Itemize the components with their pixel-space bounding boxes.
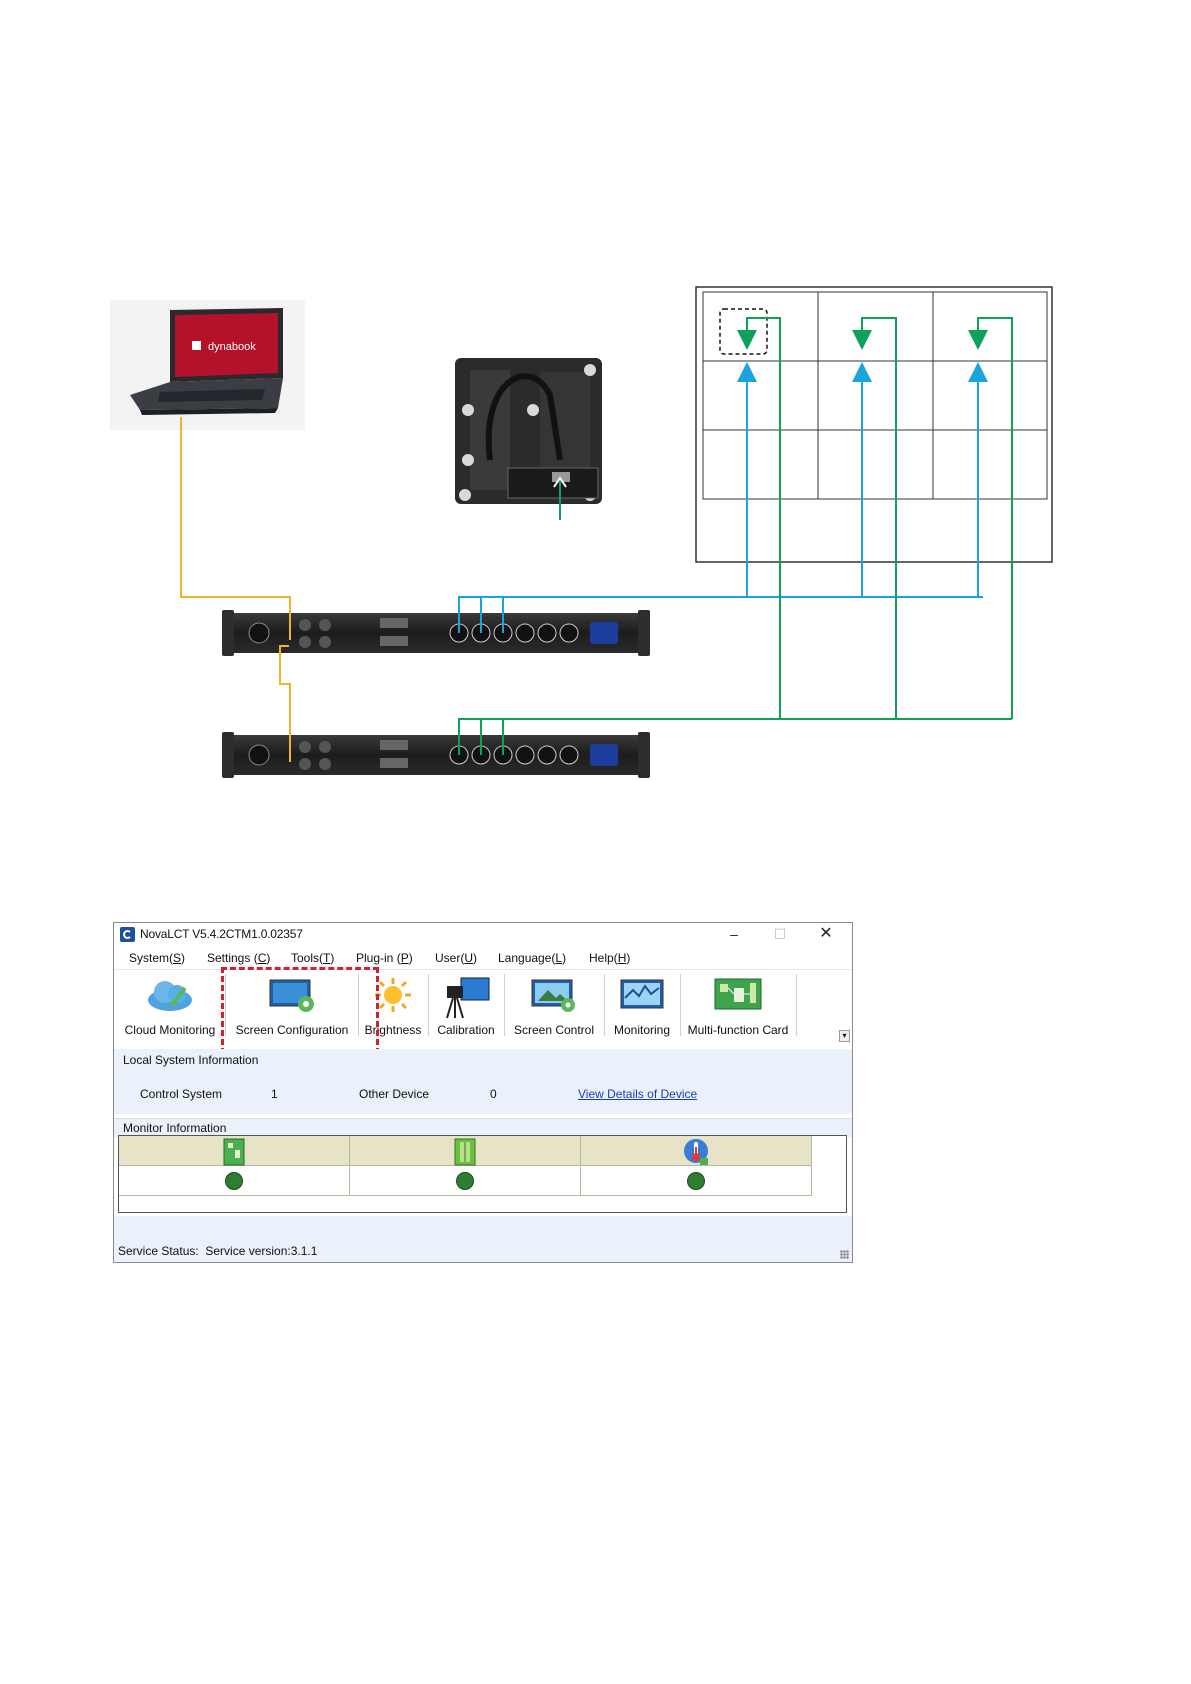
- monitor-header-temperature: [581, 1136, 812, 1166]
- cloud-icon: [148, 981, 192, 1011]
- local-system-information: Local System Information Control System …: [114, 1049, 852, 1114]
- toolbar-overflow-button[interactable]: ▾: [839, 1030, 850, 1042]
- menu-language[interactable]: Language(L): [498, 951, 567, 965]
- status-ok-indicator: [456, 1172, 474, 1190]
- screen-control-button[interactable]: Screen Control: [506, 970, 602, 1050]
- screen-configuration-button[interactable]: Screen Configuration: [228, 970, 356, 1050]
- monitor-header-module: [350, 1136, 581, 1166]
- close-button[interactable]: ✕: [819, 925, 833, 942]
- module-icon: [454, 1138, 476, 1166]
- menu-tools[interactable]: Tools(T): [291, 951, 335, 965]
- backup-ethernet-lines: [458, 317, 1013, 755]
- screen-control-icon: [531, 979, 575, 1012]
- menu-settings[interactable]: Settings (C): [207, 951, 271, 965]
- usb-cables: [180, 417, 291, 762]
- novalct-window: NovaLCT V5.4.2CTM1.0.02357 – ☐ ✕ System(…: [113, 922, 853, 1263]
- receiving-card-icon: [223, 1138, 245, 1166]
- title-bar: NovaLCT V5.4.2CTM1.0.02357 – ☐ ✕: [114, 923, 852, 947]
- minimize-button[interactable]: –: [730, 926, 738, 942]
- other-device-value: 0: [490, 1087, 497, 1101]
- led-screen: [695, 286, 1053, 563]
- connector-photo: [455, 358, 602, 520]
- brightness-button[interactable]: Brightness: [360, 970, 426, 1050]
- monitor-information-title: Monitor Information: [123, 1121, 227, 1135]
- monitor-header-receiving-card: [119, 1136, 350, 1166]
- local-system-title: Local System Information: [123, 1053, 259, 1067]
- laptop-brand: dynabook: [208, 341, 256, 353]
- multi-function-card-button[interactable]: Multi-function Card: [682, 970, 794, 1050]
- menu-system[interactable]: System(S): [129, 951, 186, 965]
- module-status: [350, 1166, 581, 1196]
- cloud-monitoring-button[interactable]: Cloud Monitoring: [118, 970, 222, 1050]
- status-ok-indicator: [225, 1172, 243, 1190]
- menu-bar: System(S) Settings (C) Tools(T) Plug-in …: [114, 947, 852, 969]
- circuit-board-icon: [714, 978, 762, 1010]
- control-system-label: Control System: [140, 1087, 223, 1101]
- toolbar: Cloud Monitoring Screen Configuration: [114, 969, 852, 1050]
- maximize-button[interactable]: ☐: [773, 926, 787, 942]
- other-device-label: Other Device: [359, 1087, 430, 1101]
- screen-config-icon: [269, 979, 314, 1012]
- connection-diagram: dynabook: [110, 286, 1053, 778]
- menu-user[interactable]: User(U): [435, 951, 478, 965]
- camera-icon: [446, 977, 490, 1019]
- controller-primary: [222, 610, 650, 656]
- view-details-link[interactable]: View Details of Device: [578, 1087, 698, 1101]
- status-ok-indicator: [687, 1172, 705, 1190]
- monitoring-icon: [620, 979, 664, 1009]
- menu-help[interactable]: Help(H): [589, 951, 631, 965]
- novalct-app-icon: [120, 927, 135, 942]
- primary-ethernet-lines: [458, 362, 988, 633]
- thermometer-icon: [684, 1139, 708, 1165]
- resize-grip[interactable]: [840, 1250, 849, 1259]
- monitoring-button[interactable]: Monitoring: [606, 970, 678, 1050]
- backup-port-highlight: [719, 308, 768, 355]
- status-bar: Service Status: Service version:3.1.1: [114, 1216, 852, 1262]
- menu-plugin[interactable]: Plug-in (P): [356, 951, 413, 965]
- monitor-information-grid: [118, 1135, 847, 1213]
- sun-icon: [375, 978, 411, 1012]
- control-system-value: 1: [271, 1087, 278, 1101]
- service-status: Service Status: Service version:3.1.1: [118, 1244, 318, 1258]
- window-title: NovaLCT V5.4.2CTM1.0.02357: [140, 927, 303, 941]
- laptop-icon: dynabook: [110, 300, 305, 430]
- receiving-card-status: [119, 1166, 350, 1196]
- temperature-status: [581, 1166, 812, 1196]
- controller-backup: [222, 732, 650, 778]
- monitor-information-header: Monitor Information: [114, 1118, 852, 1137]
- calibration-button[interactable]: Calibration: [430, 970, 502, 1050]
